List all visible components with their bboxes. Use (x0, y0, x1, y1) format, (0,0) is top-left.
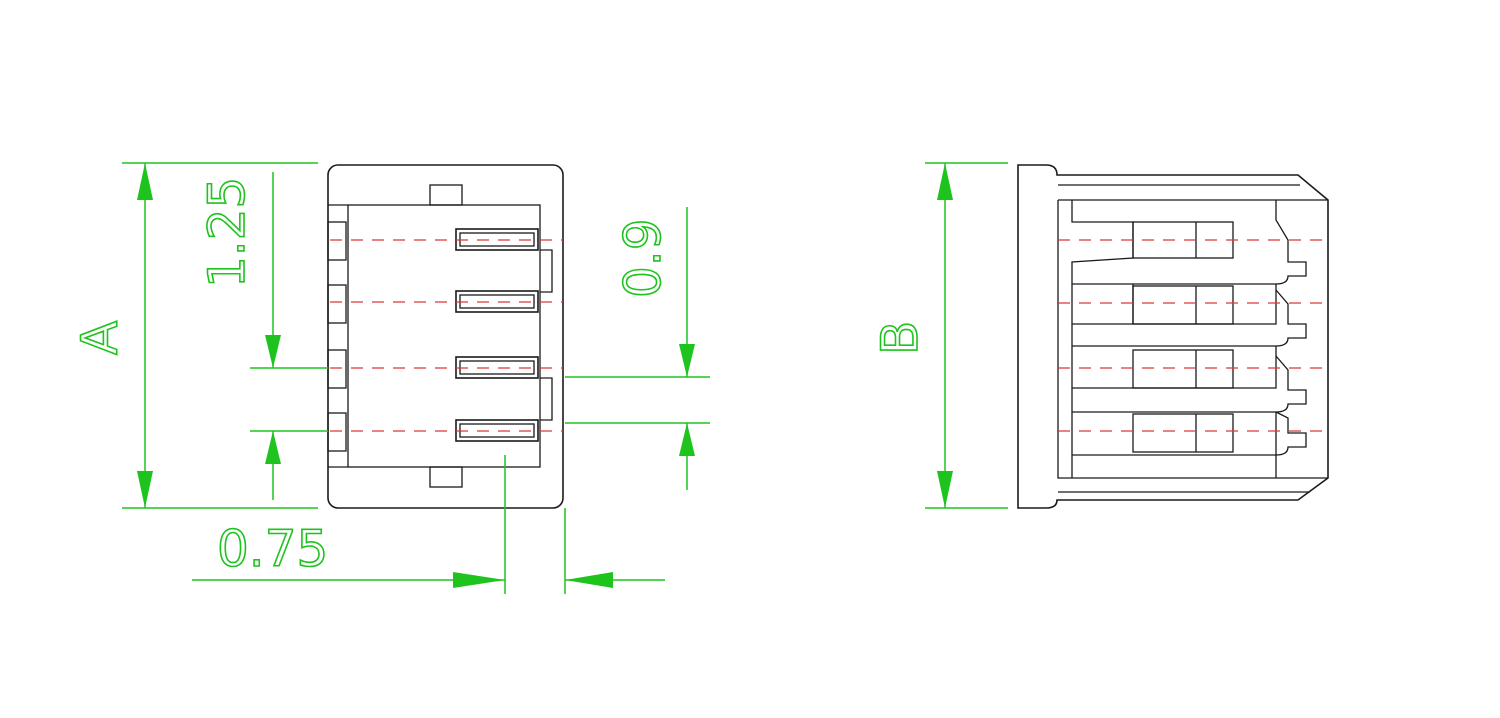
dimension-label-b: B (871, 321, 929, 355)
side-inner-frame (1057, 199, 1328, 479)
terminal-finger (1071, 346, 1277, 389)
bottom-latch (429, 466, 463, 488)
arrow-head (453, 572, 505, 588)
dimension-label-width: 0.75 (217, 520, 328, 578)
front-centerlines (330, 239, 563, 432)
side-terminals (1071, 200, 1307, 478)
dimension-label-pitch: 1.25 (198, 177, 256, 288)
dimension-label-offset: 0.9 (614, 218, 672, 298)
arrow-head (137, 163, 153, 200)
contact-window (1132, 285, 1234, 325)
arrow-head (679, 344, 695, 377)
right-step-details (540, 249, 553, 421)
dimension-width: 0.75 (192, 455, 665, 594)
arrow-head (265, 431, 281, 464)
front-pins (455, 228, 539, 442)
dimension-a: A (70, 162, 318, 509)
arrow-head (565, 572, 613, 588)
left-slots (327, 221, 347, 452)
arrow-head (679, 423, 695, 456)
side-view (1017, 164, 1330, 509)
left-slot (327, 221, 347, 261)
step-detail (540, 377, 553, 421)
side-contact-windows (1132, 221, 1234, 453)
terminal-finger (1071, 411, 1307, 456)
front-view (327, 164, 564, 509)
left-slot (327, 349, 347, 389)
terminal-finger (1071, 355, 1307, 413)
arrow-head (137, 471, 153, 508)
dimension-pitch: 1.25 (197, 172, 328, 500)
terminal-finger (1071, 200, 1307, 285)
dimension-label-a: A (71, 321, 129, 355)
left-slot (327, 284, 347, 324)
front-housing-outline (327, 164, 564, 509)
dimension-b: B (870, 162, 1008, 509)
contact-window (1132, 349, 1234, 389)
step-detail (540, 249, 553, 293)
top-latch (429, 184, 463, 206)
arrow-head (937, 471, 953, 508)
left-slot (327, 412, 347, 452)
terminal-finger (1071, 289, 1307, 347)
side-housing-outline (1017, 164, 1329, 509)
contact-window (1132, 413, 1234, 453)
terminal-finger (1071, 284, 1277, 325)
dimension-offset: 0.9 (565, 207, 710, 490)
side-centerlines (1058, 239, 1330, 432)
arrow-head (937, 163, 953, 200)
arrow-head (265, 335, 281, 368)
front-inner-cavity (347, 204, 541, 468)
